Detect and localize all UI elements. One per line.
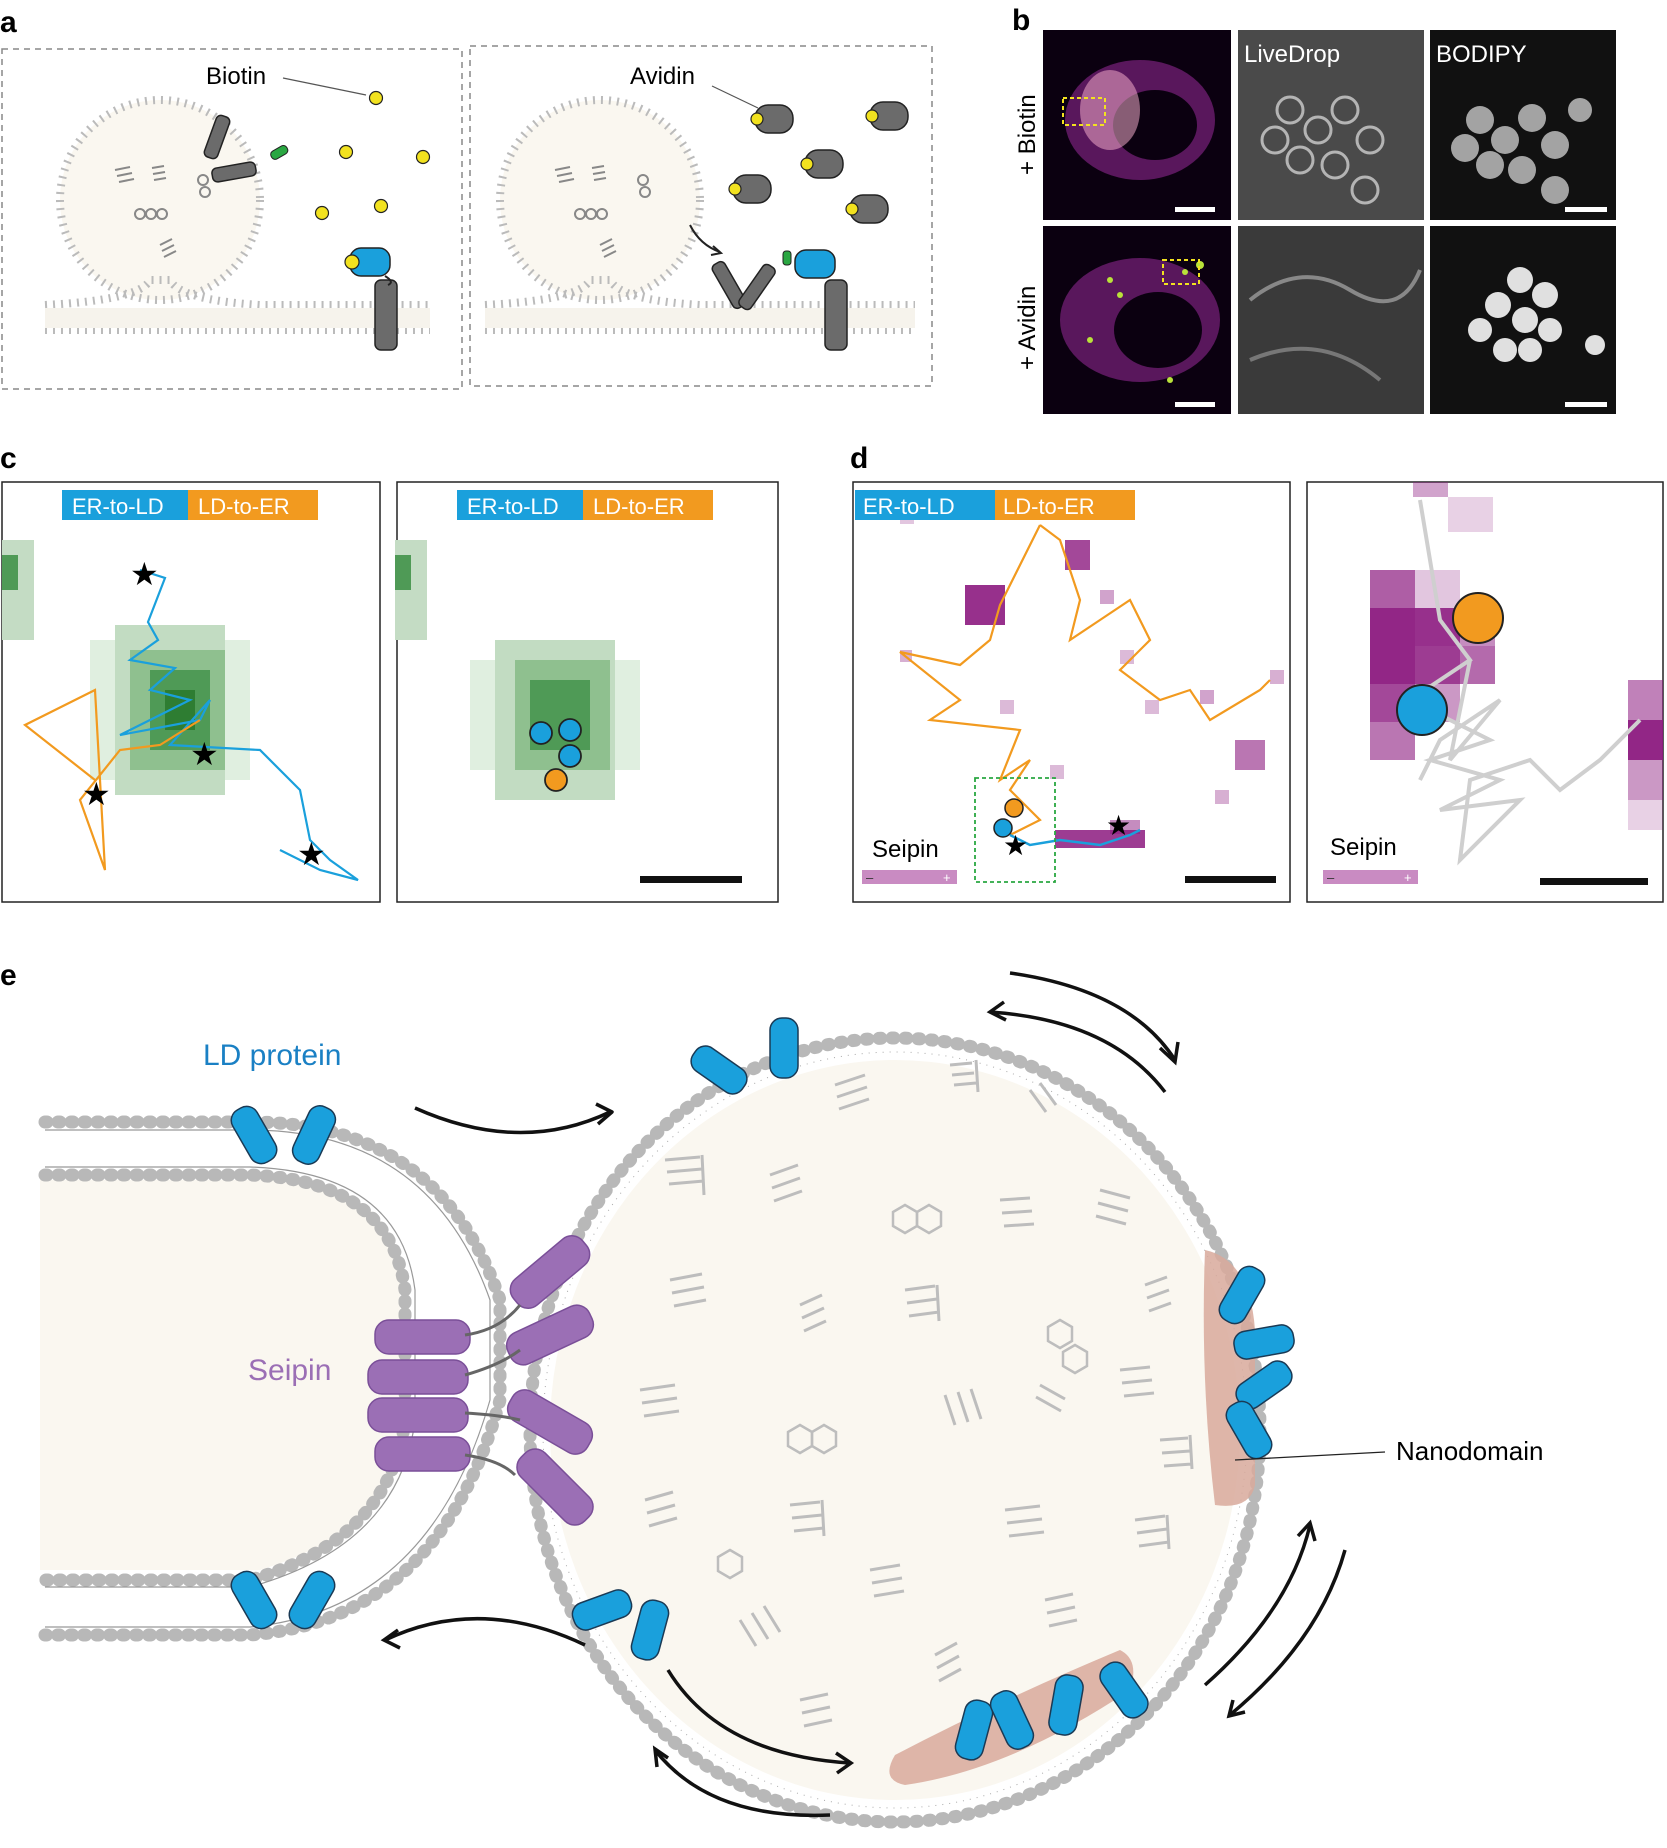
- nanodomain-label: Nanodomain: [1396, 1436, 1543, 1466]
- legend-ld-to-er: LD-to-ER: [1003, 494, 1095, 519]
- panel-c-left-heatmap: [2, 540, 250, 795]
- avidin-label: Avidin: [630, 63, 695, 90]
- nanodomain-leader: [1234, 1451, 1386, 1461]
- star-marker: ★: [190, 736, 219, 772]
- star-marker: ★: [130, 556, 159, 592]
- zoom-box: [974, 777, 1056, 883]
- legend-ld-to-er: LD-to-ER: [593, 494, 685, 519]
- legend-er-to-ld: ER-to-LD: [467, 494, 559, 519]
- panel-a-right-droplet: [484, 96, 915, 351]
- position-er-to-ld: [529, 721, 553, 745]
- panel-a-right-frame: [469, 45, 933, 387]
- legend-ld-to-er-box: [583, 490, 713, 520]
- legend-ld-to-er-box: [995, 490, 1135, 520]
- position-er-to-ld: [993, 818, 1013, 838]
- row-biotin-label: + Biotin: [1014, 94, 1041, 175]
- star-marker: ★: [1106, 810, 1131, 841]
- legend-er-to-ld: ER-to-LD: [72, 494, 164, 519]
- panel-letter-c: c: [0, 442, 17, 475]
- legend-ld-to-er-box: [188, 490, 318, 520]
- seipin-colorbar: [1323, 870, 1418, 884]
- position-ld-to-er: [1452, 592, 1504, 644]
- seipin-colorbar-label: Seipin: [872, 836, 939, 863]
- colorbar-plus: +: [943, 870, 951, 885]
- scale-bar: [1185, 876, 1276, 883]
- position-er-to-ld: [558, 718, 582, 742]
- legend-er-to-ld: ER-to-LD: [863, 494, 955, 519]
- ld-proteins: [230, 1017, 1295, 1761]
- panel-e: Seipin LD protein Nanodomain: [38, 971, 1543, 1829]
- livedrop-label: LiveDrop: [1244, 41, 1340, 68]
- scale-bar: [640, 876, 742, 883]
- trajectory-ld-to-er: [22, 688, 201, 871]
- panel-d: ★ ★ ER-to-LD LD-to-ER Seipin – +: [852, 481, 1664, 903]
- panel-letter-a: a: [0, 6, 17, 39]
- star-marker: ★: [82, 776, 111, 812]
- panel-a-left-droplet: [44, 96, 430, 351]
- star-marker: ★: [1003, 830, 1028, 861]
- img-avidin-livedrop: [1238, 226, 1424, 414]
- trajectory-ld-to-er: [899, 524, 1271, 836]
- position-ld-to-er: [544, 768, 568, 792]
- position-er-to-ld: [558, 744, 582, 768]
- panel-letter-d: d: [850, 442, 868, 475]
- panel-b: LiveDrop BODIPY + Biotin + Avidin: [1014, 30, 1616, 414]
- panel-c: ★ ★ ★ ★ ER-to-LD LD-to-ER ER-to-LD LD-to…: [1, 481, 779, 903]
- er-inner-leaflet: [38, 1168, 412, 1587]
- lipid-droplet-core: [550, 1060, 1240, 1800]
- legend-er-to-ld-box: [855, 490, 995, 520]
- seipin-label: Seipin: [248, 1354, 331, 1387]
- trajectory-zoom: [1406, 499, 1642, 866]
- colorbar-plus: +: [1404, 870, 1412, 885]
- avidin-molecules: [728, 101, 909, 224]
- scale-bar: [1540, 878, 1648, 885]
- legend-er-to-ld-box: [62, 490, 188, 520]
- bodipy-label: BODIPY: [1436, 41, 1527, 68]
- er-outer-leaflet: [38, 1115, 507, 1642]
- biotin-molecules: [314, 90, 431, 221]
- movement-arrows: [380, 971, 1347, 1818]
- er-lumen: [40, 1180, 400, 1570]
- neutral-lipids: [639, 1059, 1194, 1728]
- panel-a-left-frame: [1, 48, 463, 390]
- legend-ld-to-er: LD-to-ER: [198, 494, 290, 519]
- seipin-colorbar: [862, 870, 957, 884]
- row-avidin-label: + Avidin: [1014, 286, 1041, 370]
- panel-letter-e: e: [0, 959, 17, 992]
- panel-d-right-frame: [1306, 481, 1664, 903]
- panel-letter-b: b: [1012, 4, 1030, 37]
- biotin-label: Biotin: [206, 63, 266, 90]
- position-er-to-ld: [1396, 684, 1448, 736]
- ld-protein-label: LD protein: [203, 1039, 341, 1072]
- colorbar-minus: –: [1327, 870, 1335, 885]
- trajectory-er-to-ld: [1009, 828, 1141, 847]
- star-marker: ★: [297, 836, 326, 872]
- seipin-colorbar-label: Seipin: [1330, 834, 1397, 861]
- colorbar-minus: –: [866, 870, 874, 885]
- biotin-leader: [282, 77, 367, 96]
- avidin-leader: [711, 85, 759, 109]
- position-ld-to-er: [1004, 798, 1024, 818]
- panel-a: Biotin: [1, 45, 933, 390]
- seipin-complex: [367, 1235, 595, 1526]
- legend-er-to-ld-box: [457, 490, 583, 520]
